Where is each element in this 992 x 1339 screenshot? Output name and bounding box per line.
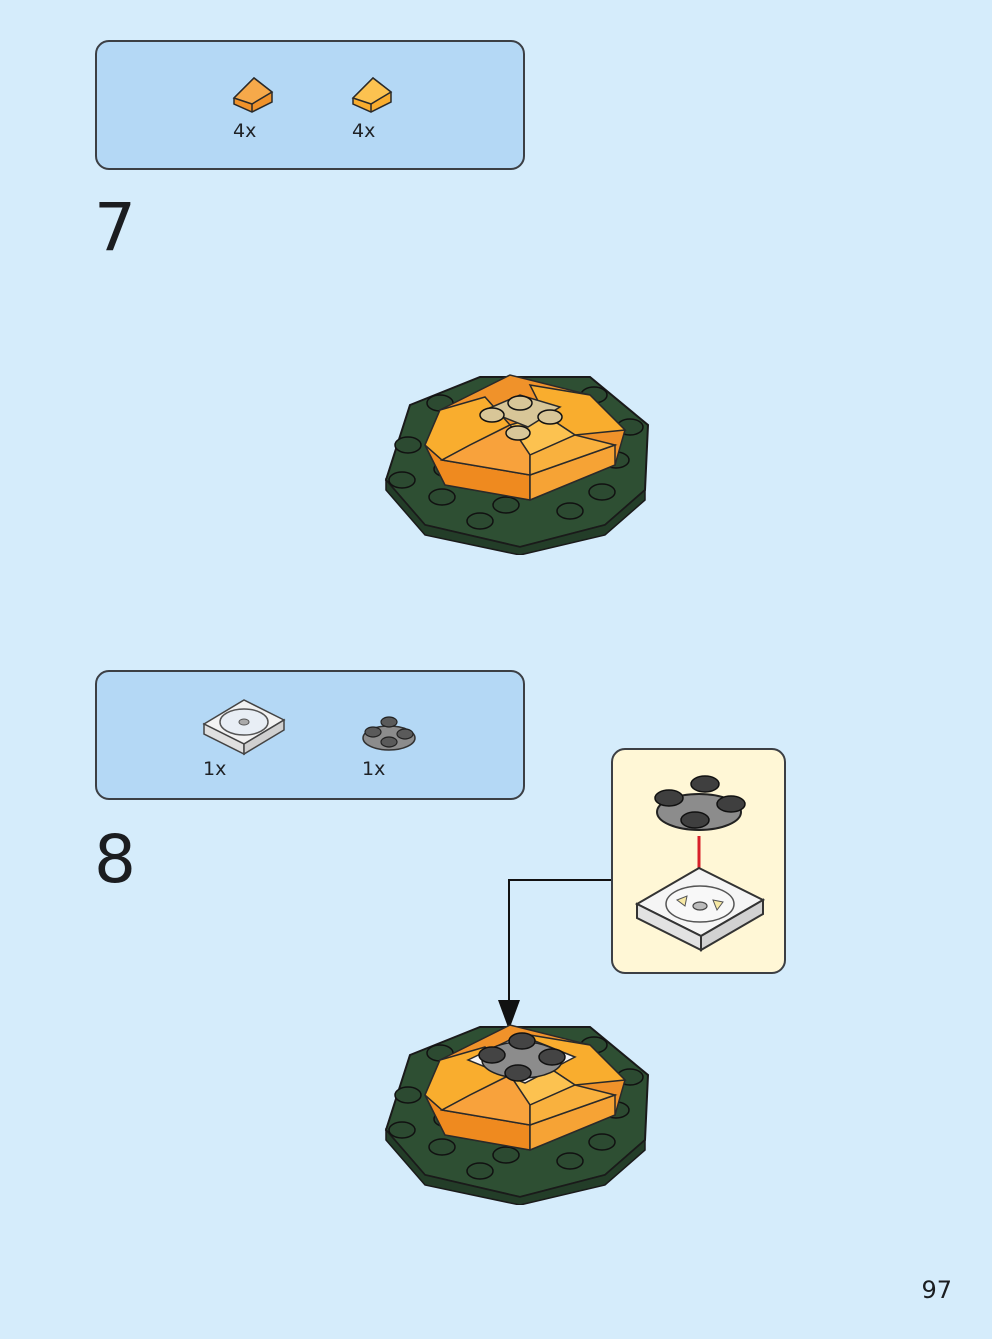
quantity-label: 4x [233, 120, 257, 142]
step-number: 7 [94, 189, 136, 266]
page-number: 97 [921, 1276, 952, 1304]
quantity-label: 1x [203, 758, 227, 780]
orange-slope-icon [230, 72, 276, 118]
step-7-model-illustration [380, 365, 665, 559]
white-turntable-base-icon [202, 694, 286, 758]
gray-round-plate-icon [359, 710, 423, 758]
placement-arrow [490, 870, 615, 1044]
step-8-model-illustration [380, 1015, 665, 1209]
light-orange-slope-icon [349, 72, 395, 118]
step-number: 8 [94, 821, 136, 898]
quantity-label: 4x [352, 120, 376, 142]
quantity-label: 1x [362, 758, 386, 780]
sub-assembly-callout [611, 748, 786, 974]
step-8-parts-box: 1x 1x [95, 670, 525, 800]
step-7-parts-box: 4x 4x [95, 40, 525, 170]
